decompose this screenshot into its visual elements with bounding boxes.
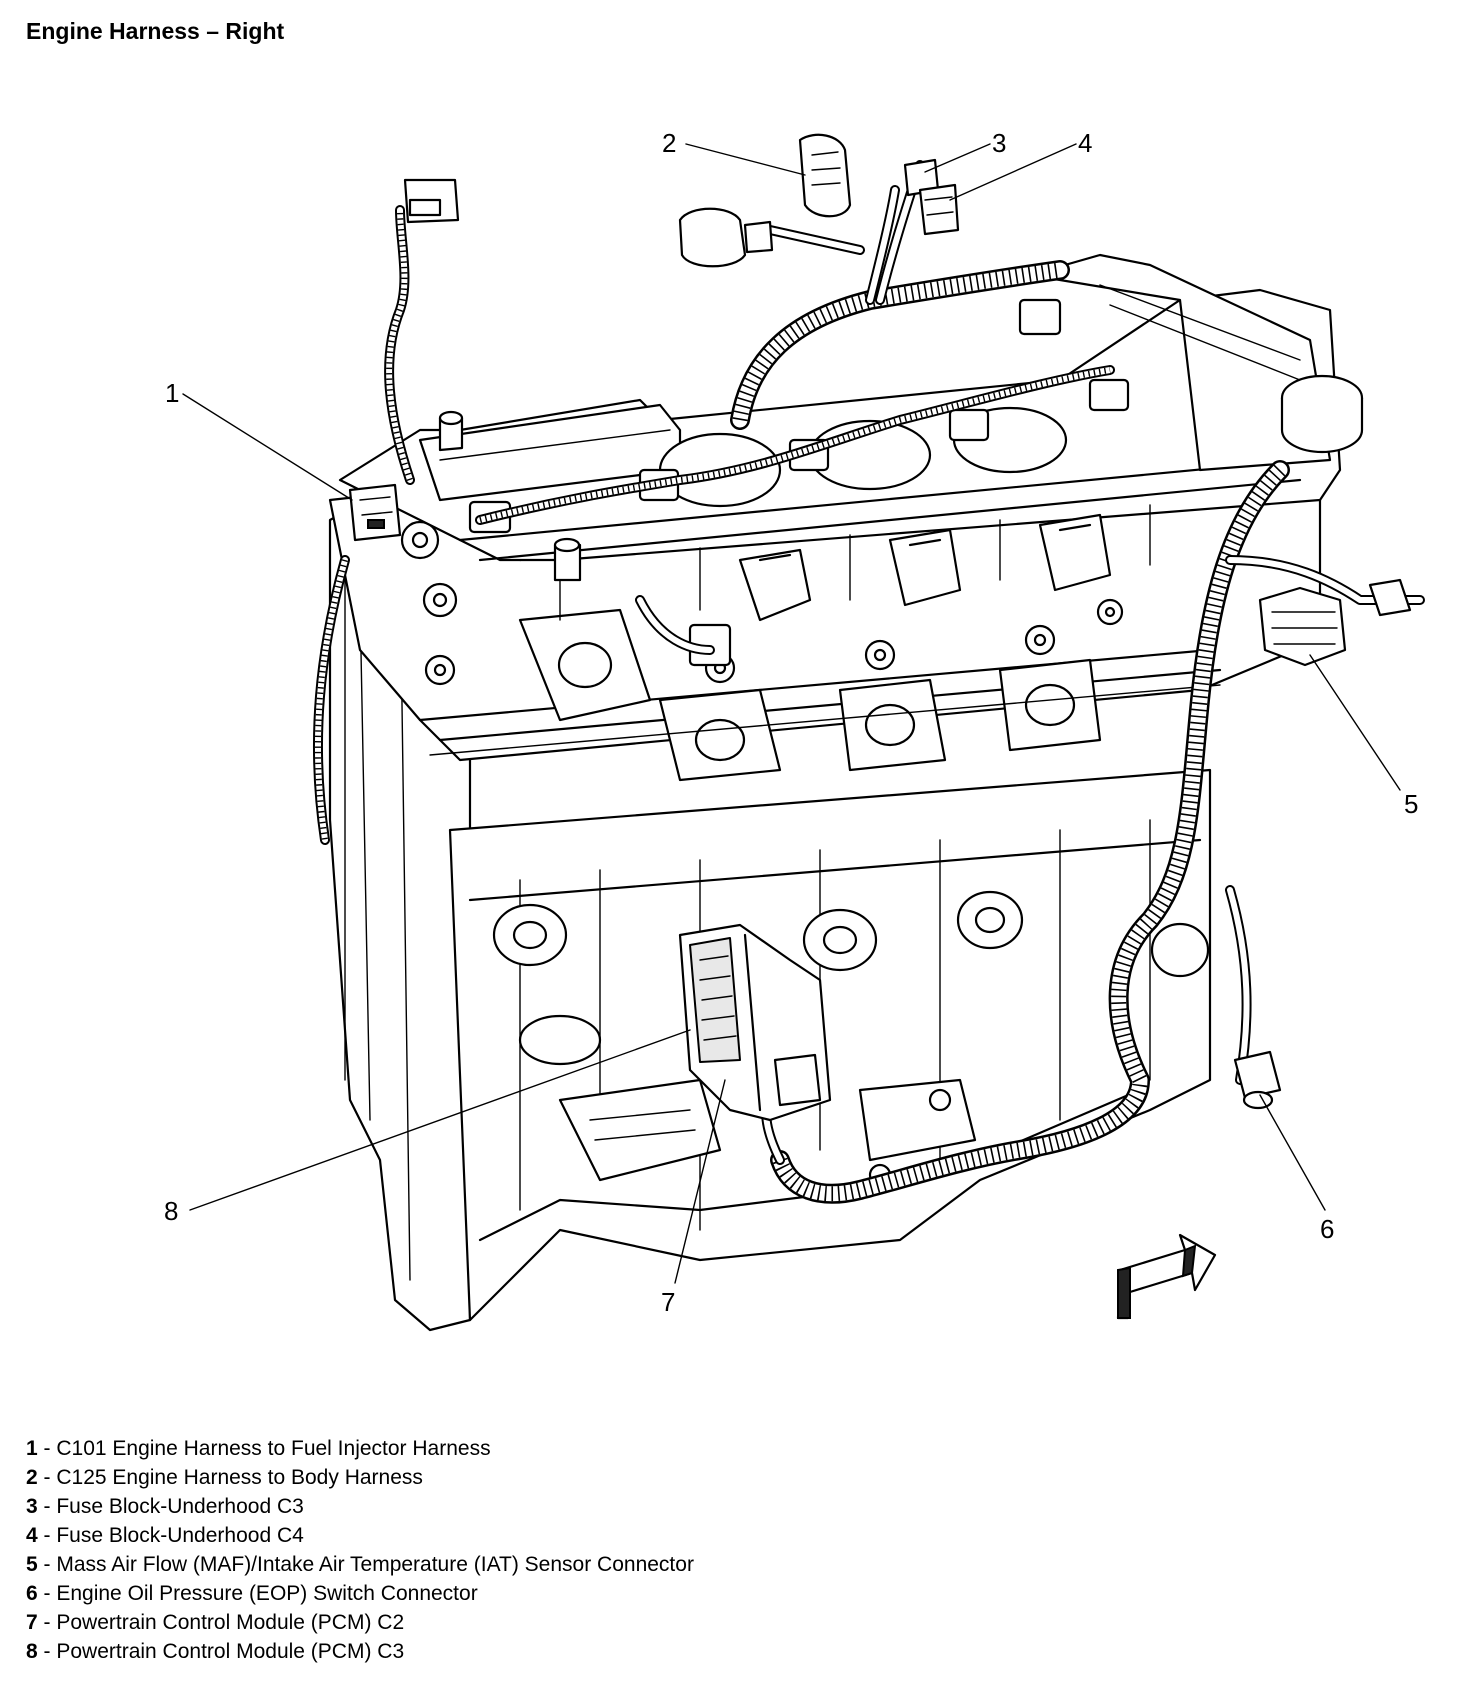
c101-connector <box>348 483 402 542</box>
eop-switch-connector <box>1233 1050 1282 1110</box>
leader-lines <box>182 143 1401 1284</box>
page-title: Engine Harness – Right <box>26 18 285 44</box>
c125-connector <box>798 133 852 218</box>
callout-4: 4 <box>1078 128 1092 158</box>
callout-7: 7 <box>661 1287 675 1317</box>
legend-text: - Mass Air Flow (MAF)/Intake Air Tempera… <box>37 1553 694 1576</box>
component-legend: 1 - C101 Engine Harness to Fuel Injector… <box>26 1434 694 1666</box>
legend-text: - Fuse Block-Underhood C3 <box>37 1495 304 1518</box>
maf-iat-connector <box>1258 578 1412 667</box>
legend-number: 7 <box>26 1611 38 1634</box>
legend-item: 7 - Powertrain Control Module (PCM) C2 <box>26 1608 694 1637</box>
legend-item: 6 - Engine Oil Pressure (EOP) Switch Con… <box>26 1579 694 1608</box>
legend-number: 4 <box>26 1524 38 1547</box>
engine-block <box>328 468 1212 1332</box>
legend-text: - Powertrain Control Module (PCM) C3 <box>37 1640 405 1663</box>
legend-text: - Engine Oil Pressure (EOP) Switch Conne… <box>37 1582 478 1605</box>
legend-number: 8 <box>26 1640 38 1663</box>
pcm-module <box>678 923 832 1122</box>
callout-6: 6 <box>1320 1214 1334 1244</box>
legend-number: 6 <box>26 1582 38 1605</box>
callout-5: 5 <box>1404 789 1418 819</box>
legend-item: 3 - Fuse Block-Underhood C3 <box>26 1492 694 1521</box>
legend-number: 1 <box>26 1437 38 1460</box>
legend-text: - Powertrain Control Module (PCM) C2 <box>37 1611 405 1634</box>
callout-3: 3 <box>992 128 1006 158</box>
fuse-block-connectors <box>903 158 960 236</box>
front-direction-arrow <box>1116 1233 1217 1320</box>
legend-item: 4 - Fuse Block-Underhood C4 <box>26 1521 694 1550</box>
legend-number: 5 <box>26 1553 38 1576</box>
legend-item: 2 - C125 Engine Harness to Body Harness <box>26 1463 694 1492</box>
callout-2: 2 <box>662 128 676 158</box>
legend-text: - C101 Engine Harness to Fuel Injector H… <box>37 1437 491 1460</box>
legend-item: 5 - Mass Air Flow (MAF)/Intake Air Tempe… <box>26 1550 694 1579</box>
legend-number: 3 <box>26 1495 38 1518</box>
legend-item: 1 - C101 Engine Harness to Fuel Injector… <box>26 1434 694 1463</box>
oval-connector <box>678 207 774 268</box>
legend-number: 2 <box>26 1466 38 1489</box>
legend-text: - C125 Engine Harness to Body Harness <box>37 1466 423 1489</box>
legend-text: - Fuse Block-Underhood C4 <box>37 1524 304 1547</box>
engine-harness-diagram: 1 2 3 4 5 6 7 8 <box>164 128 1425 1332</box>
legend-item: 8 - Powertrain Control Module (PCM) C3 <box>26 1637 694 1666</box>
sensor-connector-top-left <box>403 178 460 224</box>
callout-numbers: 1 2 3 4 5 6 7 8 <box>164 128 1418 1317</box>
callout-1: 1 <box>165 378 179 408</box>
callout-8: 8 <box>164 1196 178 1226</box>
